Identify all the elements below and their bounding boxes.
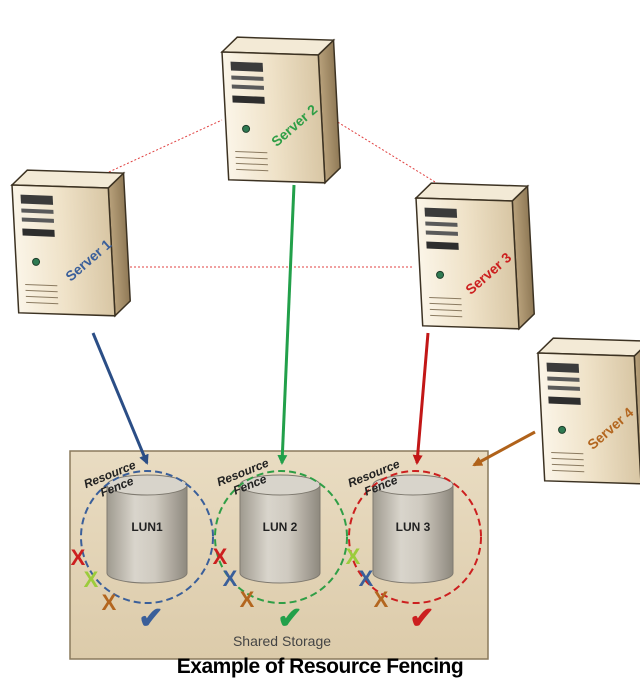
heartbeat-link-1-2 bbox=[97, 119, 223, 178]
deny-mark-server4-lun2: X bbox=[240, 587, 255, 612]
deny-mark-server3-lun1: X bbox=[71, 545, 86, 570]
lun-3: LUN 3 bbox=[372, 474, 454, 584]
deny-mark-server4-lun3: X bbox=[374, 587, 389, 612]
access-marks: X X X ✔ X X X ✔ X X X ✔ bbox=[71, 544, 435, 635]
lun-2: LUN 2 bbox=[239, 474, 321, 584]
heartbeat-link-2-3 bbox=[330, 117, 441, 186]
lun-1-label: LUN1 bbox=[131, 520, 163, 534]
shared-storage-label: Shared Storage bbox=[233, 633, 331, 649]
deny-mark-server1-lun3: X bbox=[359, 566, 374, 591]
lun-3-label: LUN 3 bbox=[396, 520, 431, 534]
access-arrow-server-1 bbox=[91, 332, 149, 465]
deny-mark-lime-lun3: X bbox=[346, 544, 361, 569]
server-3: Server 3 bbox=[414, 177, 536, 335]
grant-mark-server3-lun3: ✔ bbox=[409, 602, 434, 635]
resource-fence-lun-2 bbox=[214, 470, 348, 604]
resource-fence-lun-1 bbox=[80, 470, 214, 604]
access-arrow-server-3 bbox=[412, 332, 430, 465]
lun-1: LUN1 bbox=[106, 474, 188, 584]
deny-mark-server3-lun2: X bbox=[213, 544, 228, 569]
server-2: Server 2 bbox=[220, 31, 342, 189]
access-arrow-server-4 bbox=[472, 430, 536, 467]
heartbeat-links bbox=[97, 117, 441, 268]
resource-fence-lun-3 bbox=[348, 470, 482, 604]
deny-mark-server1-lun2: X bbox=[223, 566, 238, 591]
server-4: Server 4 bbox=[536, 332, 640, 490]
server-1: Server 1 bbox=[10, 164, 132, 322]
grant-mark-server2-lun2: ✔ bbox=[277, 602, 302, 635]
deny-mark-server4-lun1: X bbox=[102, 590, 117, 615]
lun-2-label: LUN 2 bbox=[263, 520, 298, 534]
access-arrow-server-2 bbox=[277, 184, 296, 465]
diagram-caption: Example of Resource Fencing bbox=[176, 655, 464, 678]
deny-mark-lime-lun1: X bbox=[84, 567, 99, 592]
grant-mark-server1-lun1: ✔ bbox=[138, 602, 163, 635]
